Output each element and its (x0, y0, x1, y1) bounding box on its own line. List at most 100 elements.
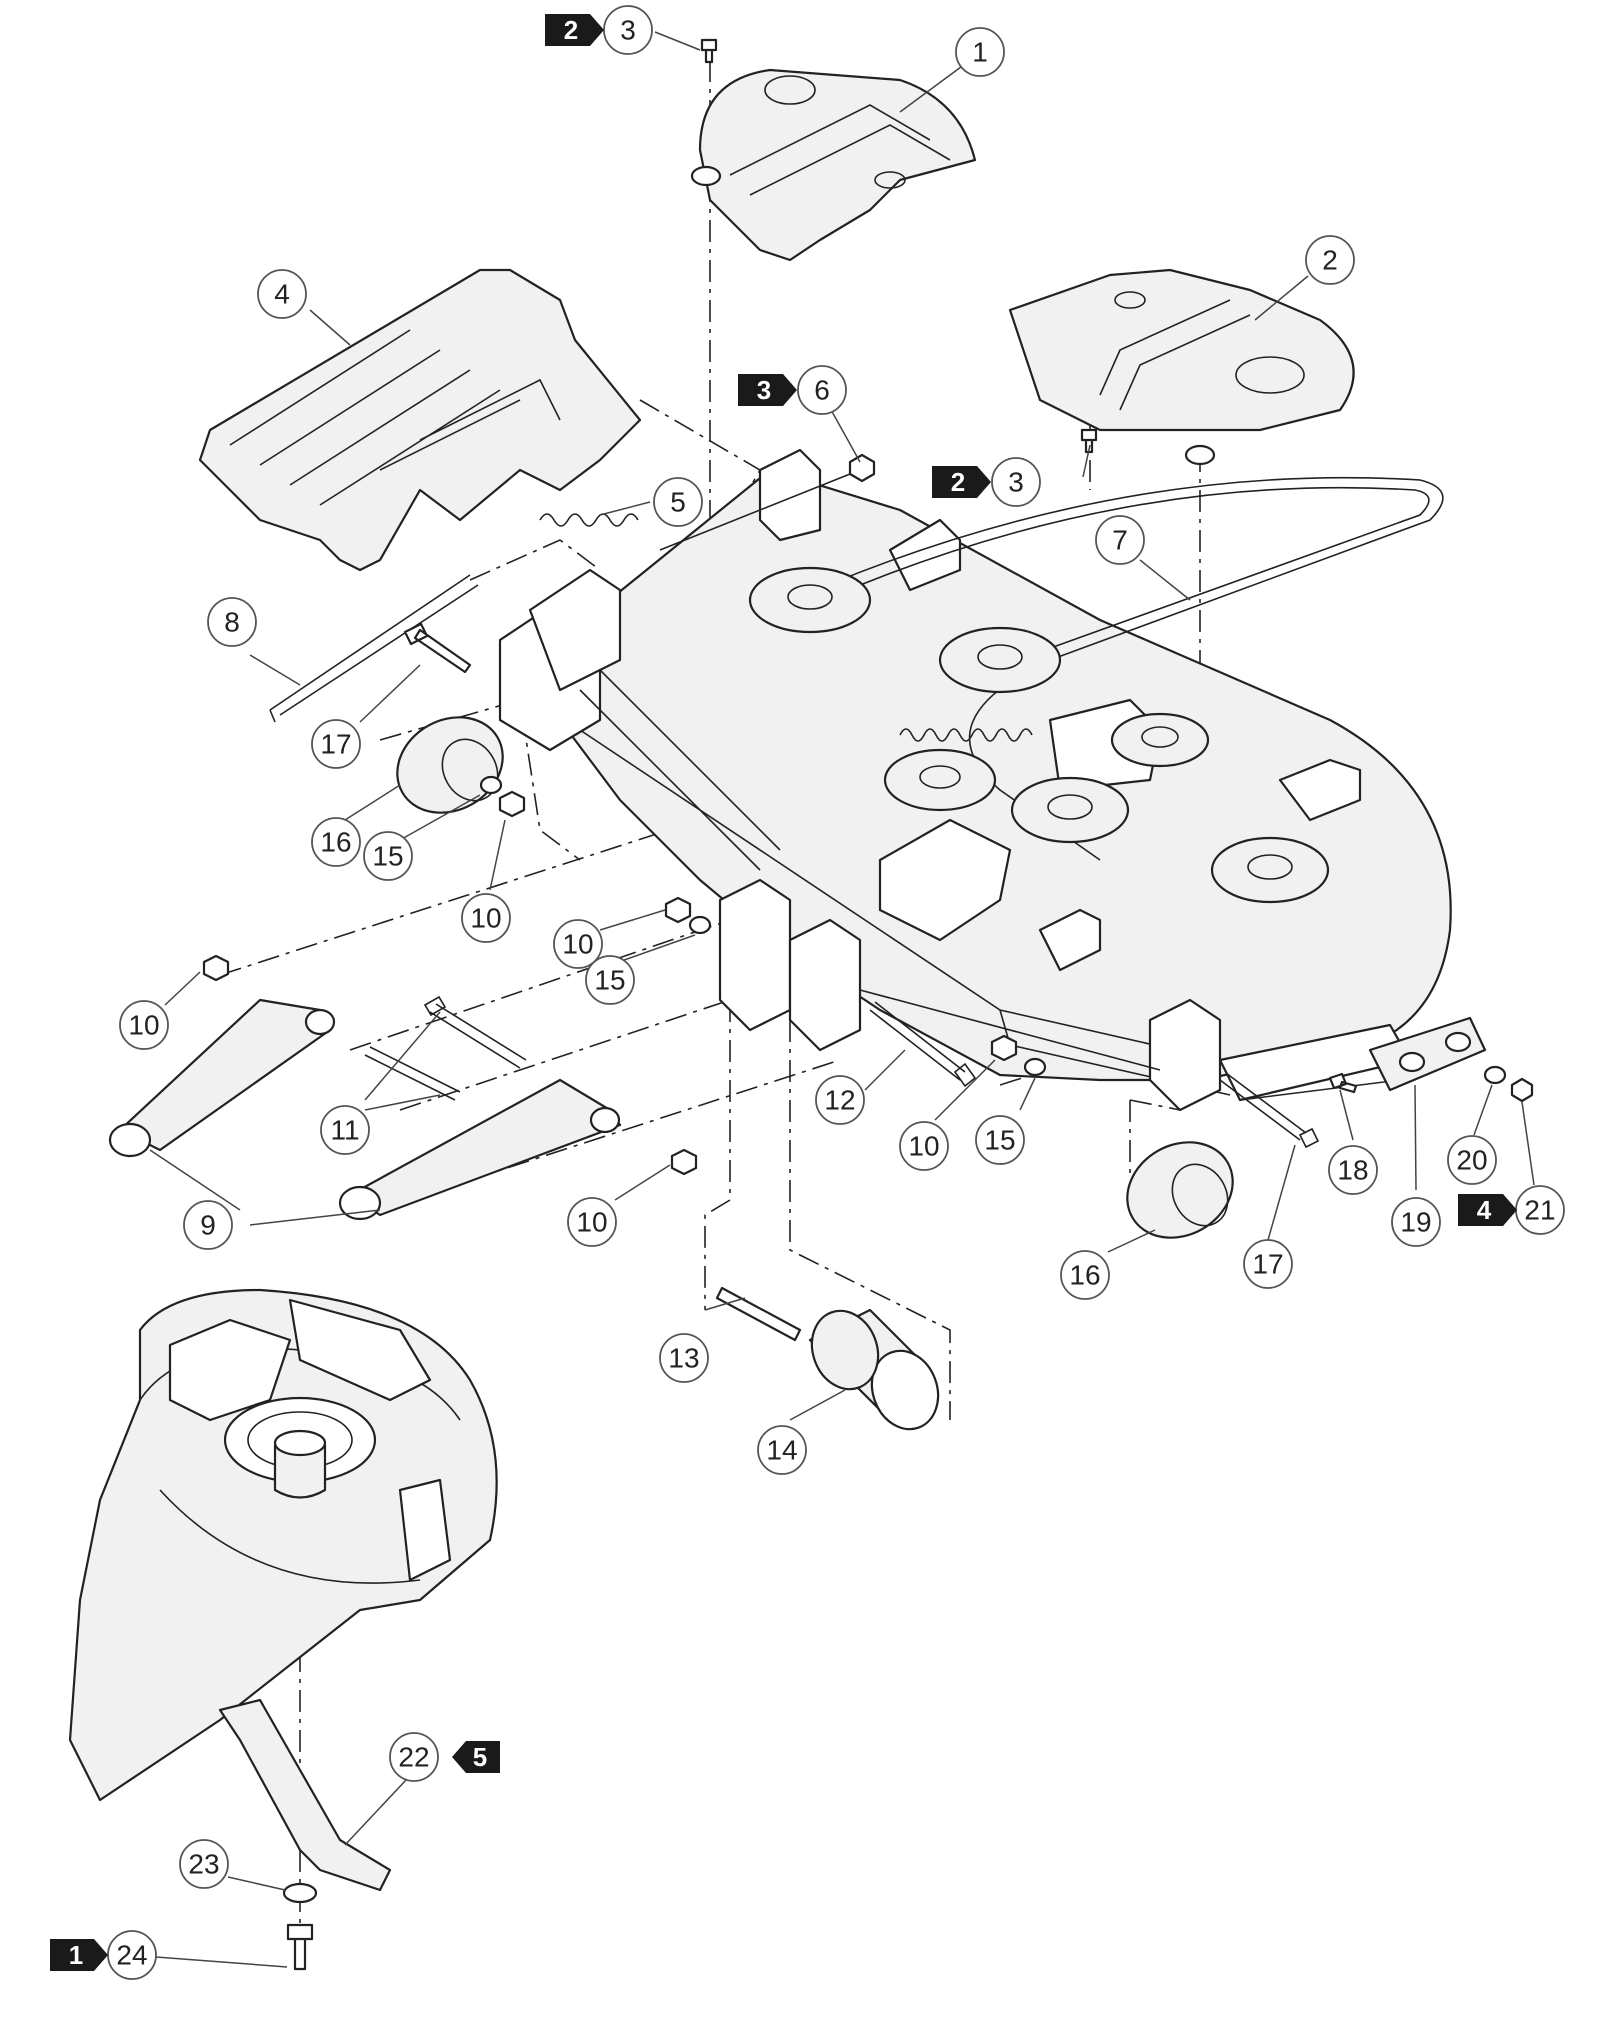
note-flag-2-right-label: 2 (951, 467, 965, 497)
callout-3-top-label: 3 (620, 15, 636, 46)
callout-2: 2 (1305, 235, 1355, 285)
callout-6: 6 (797, 365, 847, 415)
callout-17-b-label: 17 (1252, 1249, 1283, 1280)
callout-12-label: 12 (824, 1085, 855, 1116)
washer-part-15-a (479, 775, 503, 795)
callout-13: 13 (659, 1333, 709, 1383)
callout-7: 7 (1095, 515, 1145, 565)
callout-10-d-label: 10 (908, 1131, 939, 1162)
callout-20-label: 20 (1456, 1145, 1487, 1176)
callout-5-label: 5 (670, 487, 686, 518)
callout-1: 1 (955, 27, 1005, 77)
callout-12: 12 (815, 1075, 865, 1125)
callout-16-a: 16 (311, 817, 361, 867)
bolt-part-18 (1328, 1072, 1358, 1094)
callout-24: 24 (107, 1930, 157, 1980)
bolt-part-3-right (1080, 428, 1098, 454)
callout-15-b: 15 (585, 955, 635, 1005)
callout-10-c-label: 10 (128, 1010, 159, 1041)
callout-10-a: 10 (461, 893, 511, 943)
discharge-deflector-part-4 (198, 268, 642, 572)
spindle-housing-inset (68, 1288, 498, 1802)
callout-23: 23 (179, 1839, 229, 1889)
note-flag-5-label: 5 (473, 1742, 487, 1772)
bolt-part-11-b (364, 1046, 461, 1101)
note-flag-5: 5 (452, 1741, 500, 1773)
note-flag-1: 1 (50, 1939, 108, 1971)
roller-part-14 (808, 1308, 940, 1431)
callout-16-a-label: 16 (320, 827, 351, 858)
callout-24-label: 24 (116, 1940, 147, 1971)
callout-2-label: 2 (1322, 245, 1338, 276)
callout-21-label: 21 (1524, 1195, 1555, 1226)
callout-3-right: 3 (991, 457, 1041, 507)
callout-21: 21 (1515, 1185, 1565, 1235)
callout-19-label: 19 (1400, 1207, 1431, 1238)
washer-part-15-c (1023, 1057, 1047, 1077)
blade-part-22 (218, 1698, 392, 1892)
callout-23-label: 23 (188, 1849, 219, 1880)
callout-17-a: 17 (311, 719, 361, 769)
pulleys (748, 566, 1330, 904)
belt-cover-right-part-2 (1008, 268, 1355, 466)
arm-part-9-lower (338, 1078, 622, 1221)
callout-10-c: 10 (119, 1000, 169, 1050)
note-flag-3: 3 (738, 374, 797, 406)
callout-14-label: 14 (766, 1435, 797, 1466)
note-flag-2-right: 2 (932, 466, 991, 498)
assembly-guide-lines (219, 60, 1201, 1940)
callout-14: 14 (757, 1425, 807, 1475)
callout-17-b: 17 (1243, 1239, 1293, 1289)
callout-4-label: 4 (274, 279, 290, 310)
callout-10-b-label: 10 (562, 929, 593, 960)
callout-8: 8 (207, 597, 257, 647)
callout-5: 5 (653, 477, 703, 527)
note-flag-4-label: 4 (1477, 1195, 1492, 1225)
note-flag-4: 4 (1458, 1194, 1517, 1226)
callout-22: 22 (389, 1732, 439, 1782)
shoulder-bolt-part-17 (403, 622, 472, 674)
nut-part-10-a (498, 790, 526, 818)
callout-15-c: 15 (975, 1115, 1025, 1165)
bolt-part-12 (869, 1001, 977, 1088)
washer-part-20 (1483, 1065, 1507, 1085)
callout-9: 9 (183, 1200, 233, 1250)
rod-part-8 (269, 574, 479, 723)
callout-15-a-label: 15 (372, 841, 403, 872)
callout-11: 11 (320, 1105, 370, 1155)
bumper-plate-part-19 (1368, 1016, 1487, 1092)
callout-19: 19 (1391, 1197, 1441, 1247)
callout-18: 18 (1328, 1145, 1378, 1195)
nut-part-21 (1510, 1077, 1534, 1103)
callout-16-b-label: 16 (1069, 1260, 1100, 1291)
arm-part-9-upper (108, 998, 336, 1158)
callout-17-a-label: 17 (320, 729, 351, 760)
bolt-part-17-right (1219, 1072, 1320, 1149)
callout-8-label: 8 (224, 607, 240, 638)
callout-20: 20 (1447, 1135, 1497, 1185)
spring-part-5 (539, 513, 639, 527)
pin-part-13 (715, 1286, 802, 1342)
callout-22-label: 22 (398, 1742, 429, 1773)
note-flag-2-top: 2 (545, 14, 604, 46)
callout-3-top: 3 (603, 5, 653, 55)
callout-18-label: 18 (1337, 1155, 1368, 1186)
nut-part-10-b (202, 954, 230, 982)
note-flag-2-top-label: 2 (564, 15, 578, 45)
leader-lines (149, 31, 1535, 1968)
callout-3-right-label: 3 (1008, 467, 1024, 498)
note-flag-3-label: 3 (757, 375, 771, 405)
callout-10-e: 10 (567, 1197, 617, 1247)
callout-15-c-label: 15 (984, 1125, 1015, 1156)
callout-15-b-label: 15 (594, 965, 625, 996)
note-flag-1-label: 1 (69, 1940, 83, 1970)
callout-9-label: 9 (200, 1210, 216, 1241)
callout-10-b: 10 (553, 919, 603, 969)
blade-bolt-part-24 (286, 1923, 314, 1971)
callout-10-e-label: 10 (576, 1207, 607, 1238)
callout-16-b: 16 (1060, 1250, 1110, 1300)
callout-13-label: 13 (668, 1343, 699, 1374)
washer-part-23 (282, 1882, 318, 1904)
nut-part-10-e (670, 1148, 698, 1176)
